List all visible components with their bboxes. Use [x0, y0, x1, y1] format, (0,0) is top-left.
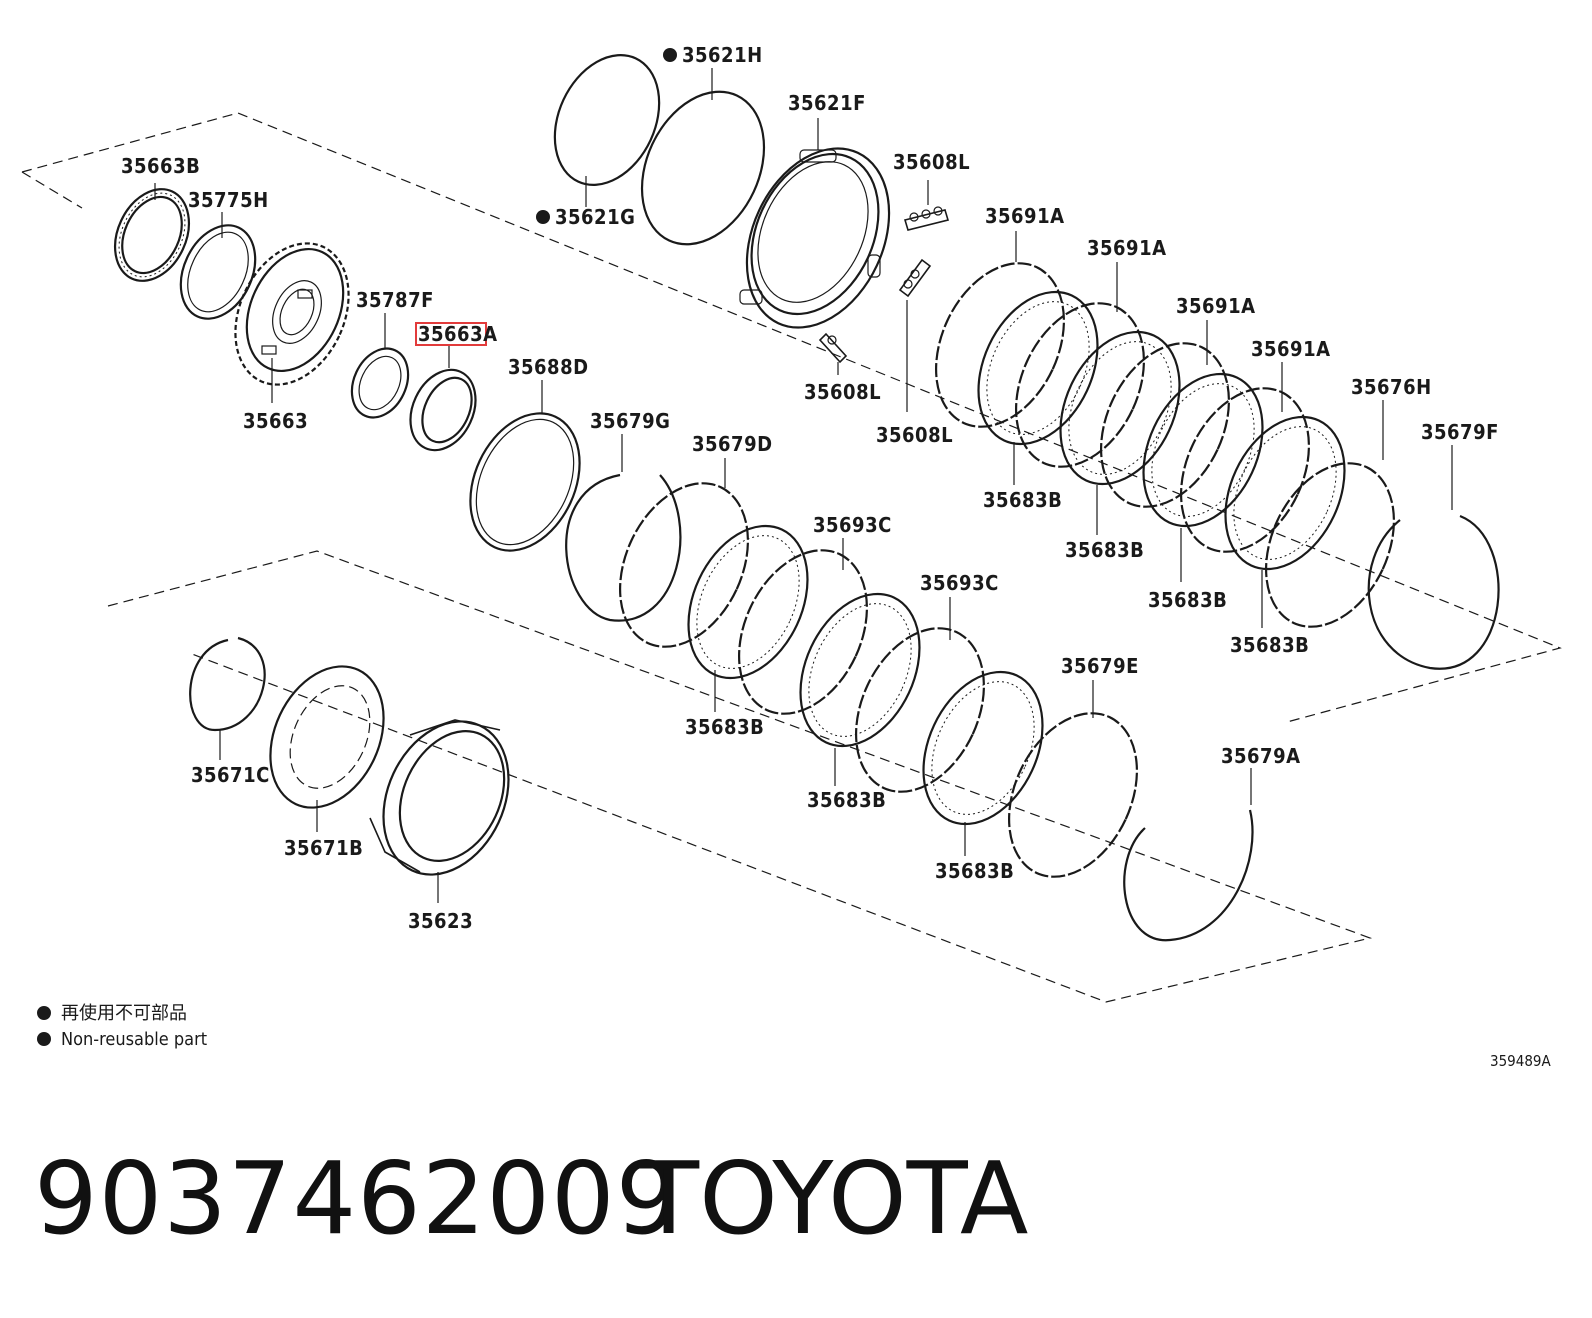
bullet-35621H: [663, 48, 677, 62]
label-35608L-low[interactable]: 35608L: [876, 423, 953, 447]
bullet-35621G: [536, 210, 550, 224]
part-35623: [369, 719, 510, 903]
label-35775H[interactable]: 35775H: [188, 188, 269, 212]
label-35608L-mid[interactable]: 35608L: [804, 380, 881, 404]
diagram-reference: 359489A: [1490, 1052, 1552, 1070]
brand-name: TOYOTA: [638, 1140, 1029, 1257]
label-35691A-3[interactable]: 35691A: [1176, 294, 1256, 318]
label-35671C[interactable]: 35671C: [191, 763, 270, 787]
label-35691A-1[interactable]: 35691A: [985, 204, 1065, 228]
part-35671B: [269, 665, 385, 832]
part-35608L-springs: [818, 180, 950, 412]
label-35663A[interactable]: 35663A: [418, 322, 498, 346]
legend-line-2: Non-reusable part: [61, 1029, 207, 1050]
label-35683B-1[interactable]: 35683B: [983, 488, 1062, 512]
label-35683B-3[interactable]: 35683B: [1148, 588, 1227, 612]
label-35623[interactable]: 35623: [408, 909, 473, 933]
part-35621H: [640, 68, 766, 246]
label-35693C-1[interactable]: 35693C: [813, 513, 892, 537]
label-35621G[interactable]: 35621G: [555, 205, 635, 229]
label-35691A-2[interactable]: 35691A: [1087, 236, 1167, 260]
label-35663[interactable]: 35663: [243, 409, 308, 433]
label-35683B-4[interactable]: 35683B: [1230, 633, 1309, 657]
label-35683B-5[interactable]: 35683B: [685, 715, 764, 739]
label-35621H[interactable]: 35621H: [682, 43, 763, 67]
label-35683B-2[interactable]: 35683B: [1065, 538, 1144, 562]
label-35693C-2[interactable]: 35693C: [920, 571, 999, 595]
label-35691A-4[interactable]: 35691A: [1251, 337, 1331, 361]
label-35621F[interactable]: 35621F: [788, 91, 866, 115]
clutch-pack-upper: [934, 231, 1500, 670]
highlight-box-35663A: [415, 322, 487, 346]
label-35676H[interactable]: 35676H: [1351, 375, 1432, 399]
part-number: 9037462009: [34, 1140, 681, 1257]
legend-line-1: 再使用不可部品: [61, 1003, 187, 1024]
assembly-boundaries: [21, 112, 1562, 1003]
label-35679G[interactable]: 35679G: [590, 409, 670, 433]
part-35775H: [179, 212, 257, 320]
label-35663B[interactable]: 35663B: [121, 154, 200, 178]
legend-bullet-2: [37, 1032, 51, 1046]
part-35671C: [189, 636, 266, 760]
label-35679D[interactable]: 35679D: [692, 432, 773, 456]
clutch-pack-lower: [469, 380, 1254, 942]
part-35621F: [739, 118, 891, 329]
legend: 再使用不可部品 Non-reusable part: [37, 1003, 207, 1050]
legend-bullet-1: [37, 1006, 51, 1020]
part-35663: [234, 242, 350, 403]
part-35663B: [114, 183, 190, 282]
label-35671B[interactable]: 35671B: [284, 836, 363, 860]
label-35787F[interactable]: 35787F: [356, 288, 434, 312]
part-35663A: [409, 346, 477, 452]
label-35679E[interactable]: 35679E: [1061, 654, 1139, 678]
label-35683B-7[interactable]: 35683B: [935, 859, 1014, 883]
label-35683B-6[interactable]: 35683B: [807, 788, 886, 812]
label-35688D[interactable]: 35688D: [508, 355, 589, 379]
label-35679A[interactable]: 35679A: [1221, 744, 1301, 768]
label-35608L-top[interactable]: 35608L: [893, 150, 970, 174]
part-35621G: [553, 54, 661, 207]
part-35787F: [350, 313, 410, 419]
label-35679F[interactable]: 35679F: [1421, 420, 1499, 444]
